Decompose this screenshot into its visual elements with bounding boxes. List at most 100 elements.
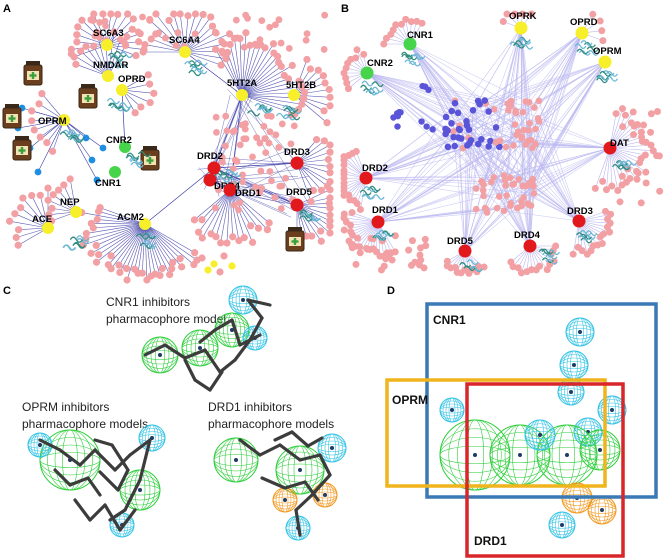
compound-node bbox=[218, 37, 226, 45]
compound-node bbox=[642, 168, 650, 176]
compound-node bbox=[282, 174, 290, 182]
target-label-drd4: DRD4 bbox=[514, 230, 541, 241]
feature-sphere bbox=[559, 350, 589, 380]
compound-node bbox=[124, 10, 132, 18]
compound-node bbox=[266, 23, 274, 31]
compound-node bbox=[14, 241, 22, 249]
target-label-oprd: OPRD bbox=[570, 17, 598, 28]
compound-node bbox=[367, 234, 375, 242]
protein-structure-icon bbox=[576, 230, 598, 244]
protein-structure-icon bbox=[595, 70, 618, 84]
compound-node-blue bbox=[465, 126, 473, 133]
compound-node bbox=[382, 34, 390, 42]
drug-bottle-icon bbox=[2, 104, 22, 129]
compound-node bbox=[596, 17, 604, 25]
compound-node bbox=[139, 13, 146, 21]
ligand-sticks bbox=[53, 468, 102, 497]
compound-node bbox=[212, 113, 220, 121]
compound-node bbox=[535, 97, 543, 105]
compound-node bbox=[303, 30, 311, 37]
compound-node bbox=[507, 202, 514, 209]
compound-node bbox=[242, 29, 250, 37]
compound-node bbox=[210, 260, 218, 268]
compound-node-blue bbox=[99, 144, 107, 152]
compound-node bbox=[647, 110, 655, 118]
compound-node bbox=[60, 181, 68, 189]
target-node-drd2 bbox=[207, 161, 221, 175]
ligand-sticks bbox=[183, 358, 224, 392]
compound-node bbox=[511, 121, 519, 128]
target-label-drd1: DRD1 bbox=[372, 205, 399, 216]
target-node-cnr2 bbox=[360, 66, 374, 80]
compound-node bbox=[636, 159, 644, 167]
compound-node bbox=[254, 224, 263, 232]
compound-node bbox=[232, 16, 240, 24]
compound-node bbox=[277, 62, 285, 71]
compound-node bbox=[257, 167, 265, 175]
compound-node bbox=[633, 121, 641, 129]
compound-node bbox=[77, 47, 85, 55]
compound-node bbox=[360, 50, 368, 58]
compound-node-blue bbox=[442, 113, 450, 121]
target-node-drd4 bbox=[203, 173, 217, 187]
compound-node bbox=[405, 246, 413, 254]
compound-node bbox=[502, 143, 510, 151]
compound-node bbox=[314, 66, 322, 74]
target-node-sc6a4 bbox=[179, 46, 191, 58]
compound-node-blue bbox=[394, 112, 402, 120]
compound-node bbox=[308, 232, 316, 240]
feature-sphere bbox=[579, 429, 621, 471]
target-node-drd2 bbox=[359, 171, 373, 185]
compound-node-blue bbox=[485, 108, 492, 115]
compound-node bbox=[198, 254, 206, 262]
compound-node bbox=[326, 204, 334, 212]
drug-bottle-icon bbox=[78, 84, 98, 109]
drug-bottle-icon bbox=[140, 146, 160, 171]
compound-node bbox=[90, 42, 98, 50]
compound-node bbox=[28, 191, 36, 200]
compound-node bbox=[510, 142, 517, 149]
compound-node bbox=[253, 42, 261, 49]
compound-node bbox=[642, 138, 650, 146]
protein-structure-icon bbox=[213, 169, 242, 185]
compound-node bbox=[382, 252, 390, 260]
compound-node bbox=[320, 46, 328, 53]
panel-b-protein-icons bbox=[359, 36, 637, 273]
compound-node bbox=[258, 17, 266, 25]
compound-node bbox=[320, 107, 328, 115]
protein-structure-icon bbox=[125, 150, 152, 168]
compound-node bbox=[272, 131, 280, 139]
compound-node bbox=[82, 42, 90, 51]
compound-node bbox=[278, 182, 286, 190]
compound-node-blue bbox=[442, 130, 449, 138]
compound-node bbox=[515, 176, 523, 183]
target-node-drd3 bbox=[572, 214, 586, 228]
compound-node bbox=[12, 233, 20, 242]
compound-node bbox=[493, 204, 501, 212]
compound-node bbox=[321, 11, 329, 19]
compound-node bbox=[285, 44, 293, 52]
compound-node bbox=[621, 111, 629, 119]
compound-node bbox=[101, 17, 109, 25]
compound-node bbox=[411, 258, 419, 266]
compound-node bbox=[326, 141, 334, 149]
compound-node bbox=[215, 186, 222, 194]
compound-node bbox=[211, 204, 219, 212]
target-label-oprm: OPRM bbox=[593, 46, 622, 57]
compound-node bbox=[123, 33, 131, 41]
target-label-drd2: DRD2 bbox=[197, 151, 223, 162]
compound-node bbox=[535, 118, 543, 125]
compound-node bbox=[274, 52, 282, 61]
compound-node bbox=[266, 128, 274, 136]
compound-node bbox=[139, 48, 147, 56]
compound-node bbox=[398, 20, 406, 28]
compound-node bbox=[480, 263, 488, 271]
compound-node bbox=[265, 219, 273, 227]
compound-node bbox=[176, 10, 184, 18]
compound-node bbox=[92, 258, 101, 266]
compound-node bbox=[618, 181, 626, 189]
compound-node bbox=[284, 75, 293, 83]
compound-node-blue bbox=[448, 107, 456, 115]
compound-node bbox=[239, 178, 247, 186]
